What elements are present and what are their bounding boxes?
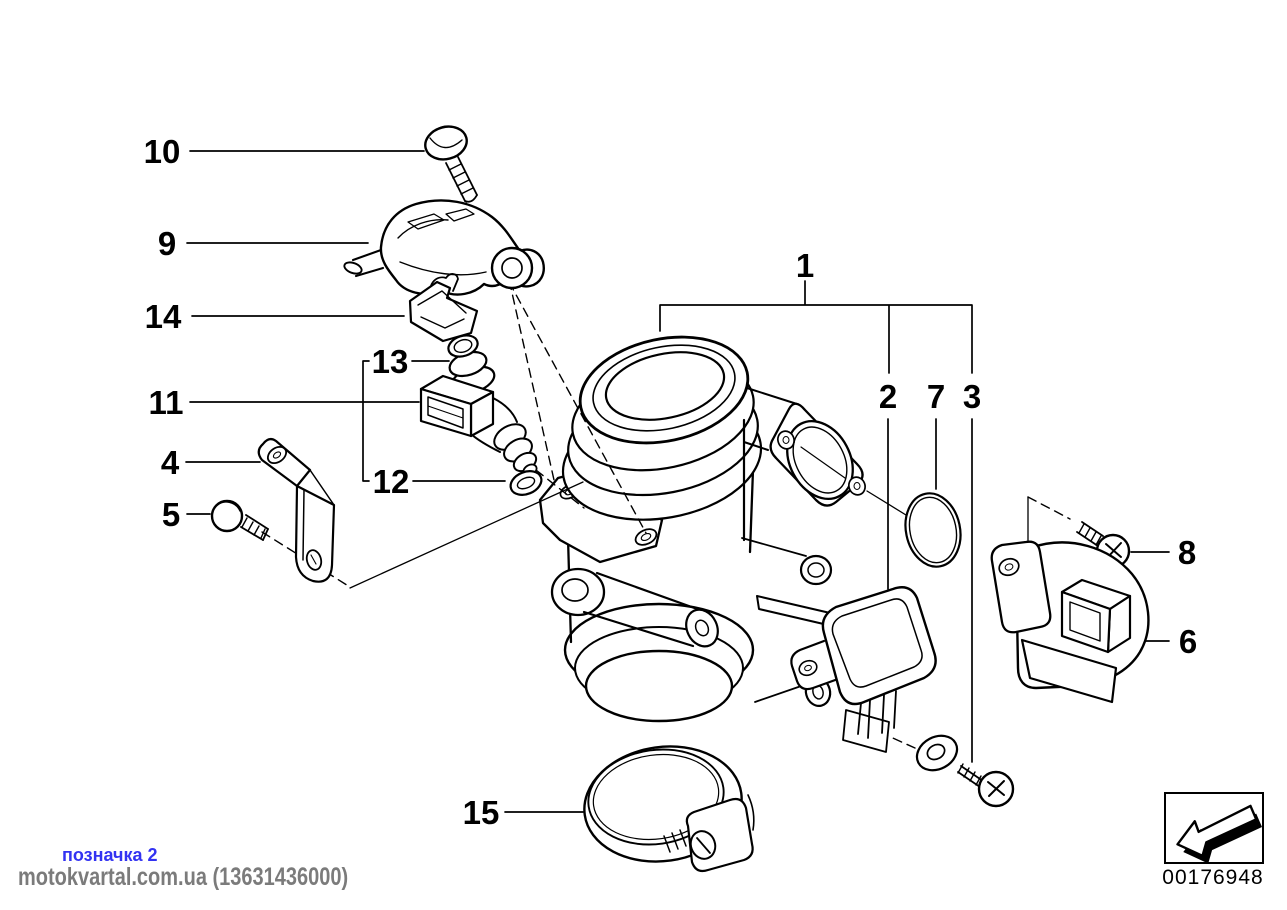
watermark-site: motokvartal.com.ua (13631436000) [18, 863, 349, 891]
direction-stamp-box [1164, 792, 1264, 864]
part-injector-11-13 [419, 334, 538, 477]
part-washer-screw-3 [915, 734, 1015, 808]
callout-7: 7 [927, 378, 945, 415]
callout-6: 6 [1179, 623, 1197, 660]
part-throttle-body [538, 335, 870, 723]
part-bracket-4 [257, 437, 336, 583]
callout-4: 4 [161, 444, 180, 481]
callout-8: 8 [1178, 534, 1196, 571]
part-clip-14 [408, 273, 479, 343]
guide-flange-to-oring [866, 490, 907, 516]
part-idle-valve-6 [990, 540, 1150, 704]
part-screw-10 [424, 125, 478, 203]
callout-9: 9 [158, 225, 176, 262]
callout-1: 1 [796, 247, 814, 284]
callout-12: 12 [373, 463, 410, 500]
part-hose-clamp-15 [583, 745, 755, 873]
part-seal-ring-12 [509, 470, 543, 496]
callout-13: 13 [372, 343, 409, 380]
callout-15: 15 [463, 794, 500, 831]
leader-1-bracket [659, 280, 973, 374]
callout-3: 3 [963, 378, 981, 415]
part-fuel-rail-9 [343, 199, 545, 296]
part-sensor-2 [790, 586, 937, 753]
callout-5: 5 [162, 496, 180, 533]
callout-11: 11 [149, 384, 184, 421]
guide-bracket-to-body [349, 481, 584, 589]
axis-screw-8 [1027, 496, 1071, 520]
callout-14: 14 [145, 298, 182, 335]
part-screw-5 [210, 499, 269, 541]
callout-2: 2 [879, 378, 897, 415]
leader-bracket-13-12 [362, 360, 370, 482]
direction-arrow-icon [1176, 804, 1262, 864]
callout-labels: 1 2 3 4 5 6 7 8 9 10 11 12 13 14 15 [144, 133, 1198, 831]
diagram-number: 00176948 [1162, 866, 1264, 889]
part-oring-7 [904, 492, 962, 568]
callout-leader-lines [185, 150, 1170, 813]
watermark-caption: позначка 2 [62, 845, 158, 865]
axis-injector [505, 265, 555, 481]
axis-seal-12 [535, 469, 585, 509]
callout-10: 10 [144, 133, 181, 170]
